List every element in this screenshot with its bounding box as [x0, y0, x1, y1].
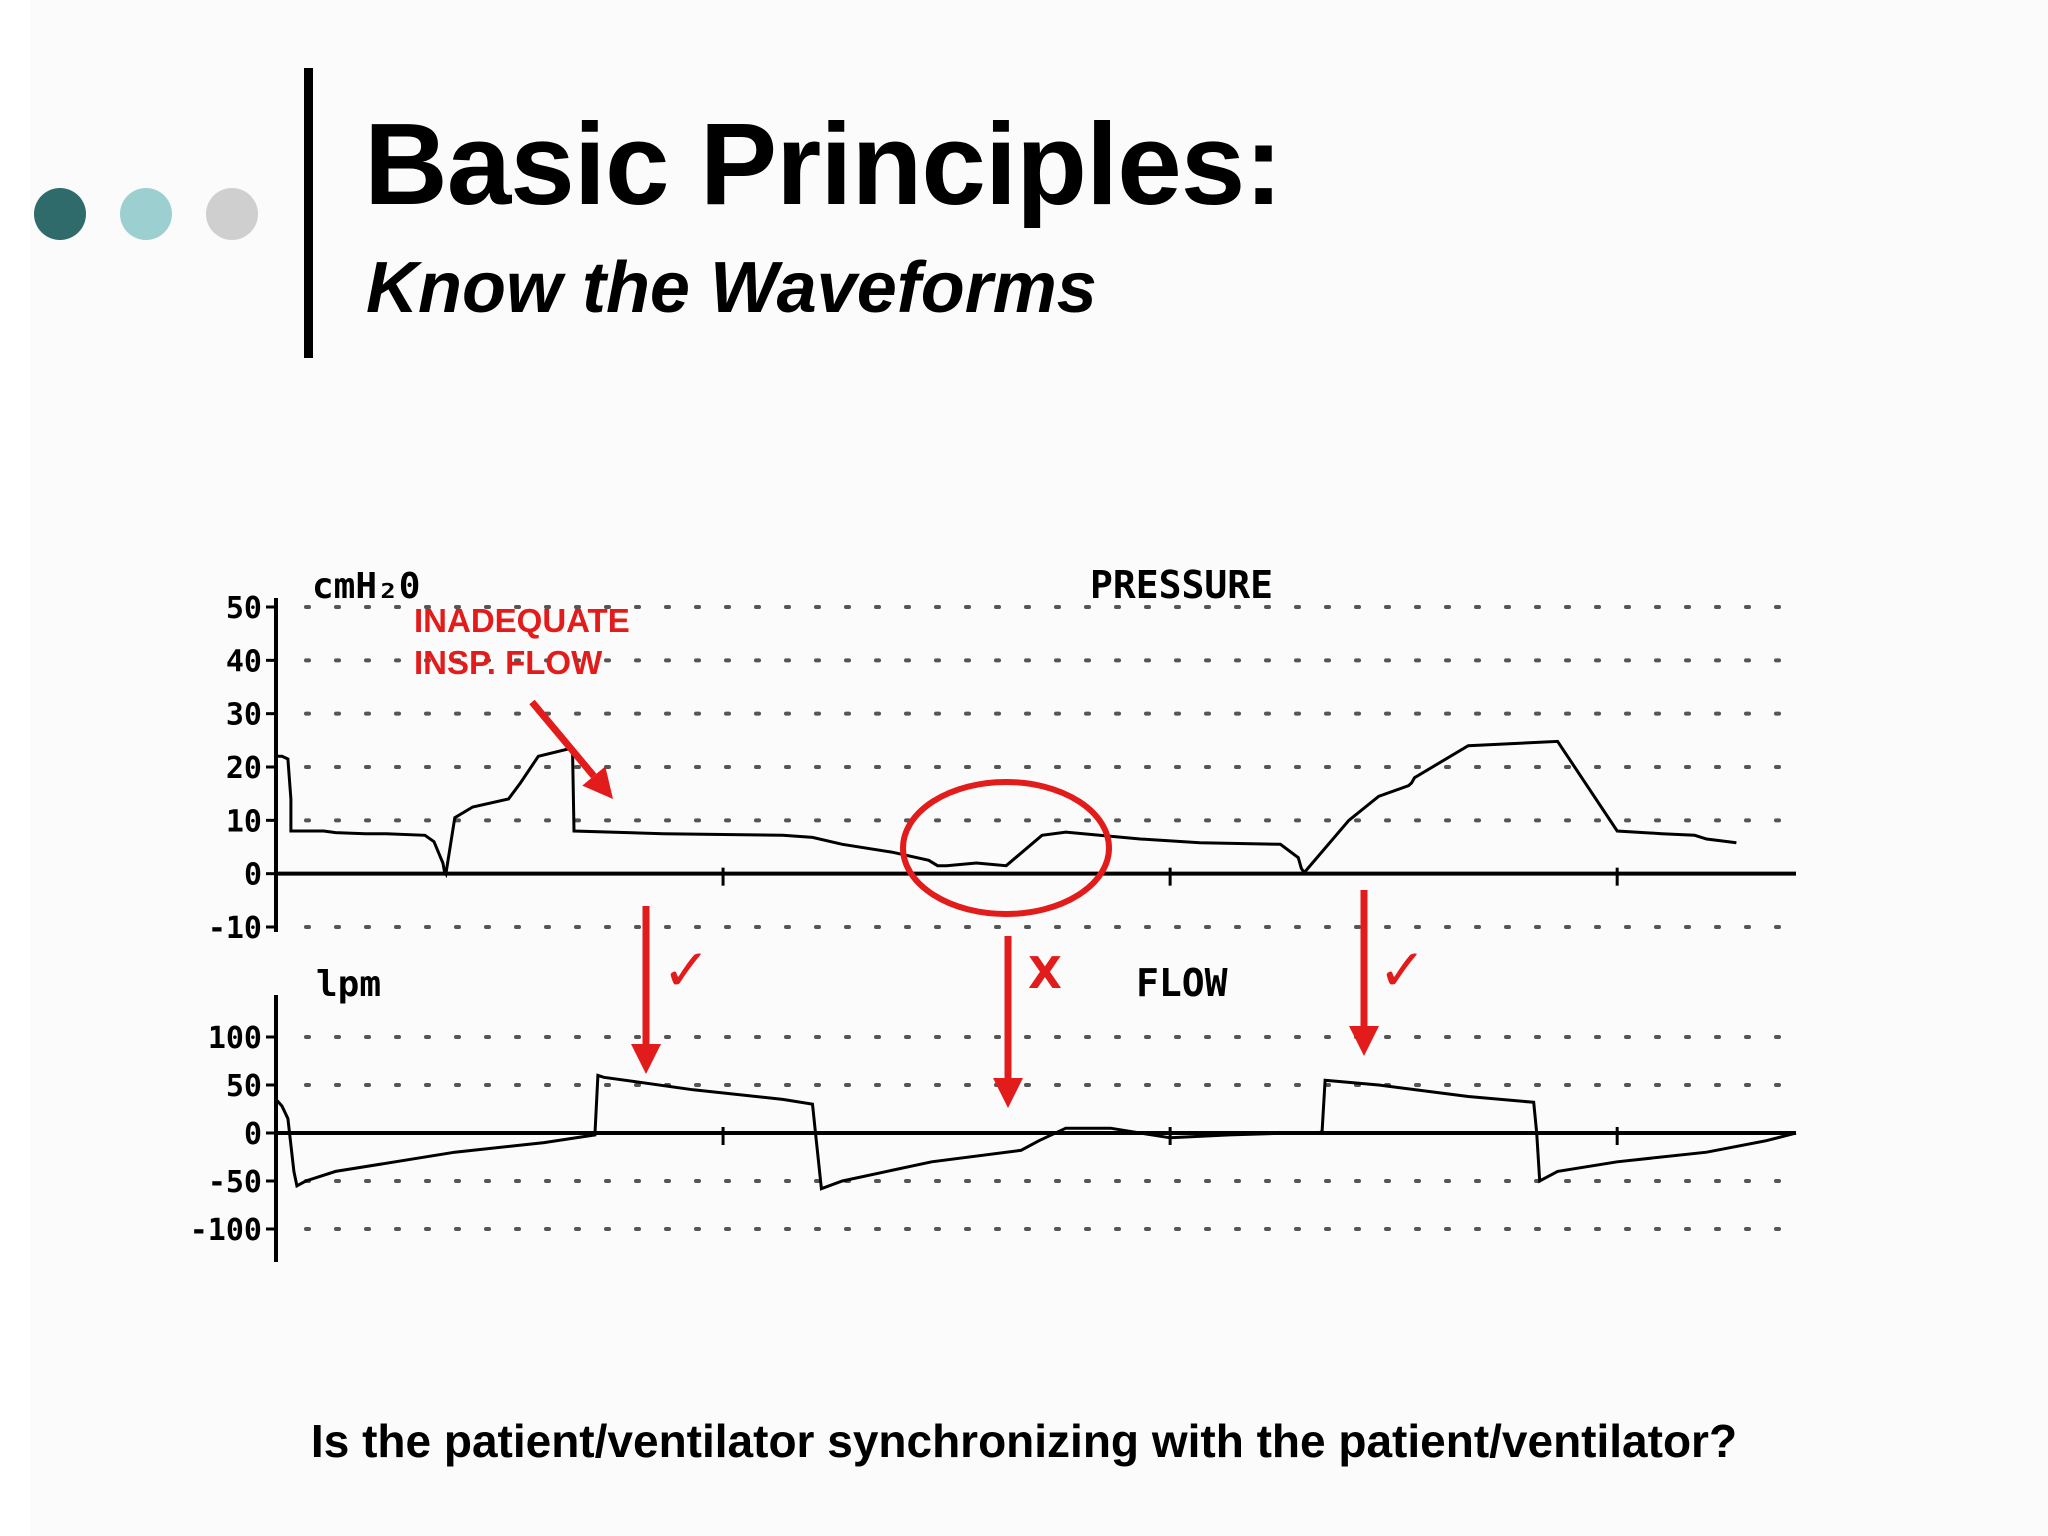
decor-dot-gray — [206, 188, 258, 240]
f-tick-label: 0 — [244, 1117, 262, 1152]
annotation-arrow-2 — [993, 936, 1023, 1108]
slide-question: Is the patient/ventilator synchronizing … — [310, 1415, 1738, 1467]
decor-dot-dark — [34, 188, 86, 240]
arrow-head — [582, 766, 613, 799]
f-tick-label: -50 — [208, 1165, 262, 1200]
p-tick-label: 30 — [226, 698, 262, 733]
annotation-arrow-inadequate — [529, 699, 613, 799]
p-tick-label: -10 — [208, 911, 262, 946]
pressure-title: PRESSURE — [1090, 563, 1273, 607]
flow-title: FLOW — [1136, 961, 1228, 1005]
slide-subtitle: Know the Waveforms — [366, 248, 1097, 328]
annotation-arrow-1 — [631, 906, 661, 1074]
flow-waveform — [274, 1073, 1797, 1191]
p-tick-label: 20 — [226, 751, 262, 786]
arrow-shaft — [529, 699, 597, 779]
annotation-inadequate-line1: INADEQUATE — [414, 602, 630, 639]
f-tick-label: 50 — [226, 1069, 262, 1104]
annotation-circle — [900, 779, 1112, 917]
p-tick-label: 10 — [226, 804, 262, 839]
annotation-inadequate-line2: INSP. FLOW — [414, 644, 603, 681]
arrow-head — [993, 1078, 1023, 1108]
flow-unit-label: lpm — [316, 964, 381, 1005]
title-divider — [304, 68, 313, 358]
arrow-head — [1349, 1026, 1379, 1056]
f-tick-label: -100 — [190, 1213, 262, 1248]
x-mark: X — [1028, 948, 1062, 999]
p-tick-label: 0 — [244, 858, 262, 893]
slide-title: Basic Principles: — [364, 99, 1283, 229]
pressure-panel: 50 40 30 20 10 0 -10 cmH₂0 PRESSURE — [208, 563, 1798, 946]
flow-ticks: 100 50 0 -50 -100 — [190, 1021, 276, 1248]
p-tick-label: 40 — [226, 644, 262, 679]
annotations: INADEQUATE INSP. FLOW ✓ X ✓ — [414, 602, 1427, 1108]
check-mark-1: ✓ — [662, 936, 711, 1004]
decor-dot-teal — [120, 188, 172, 240]
pressure-unit-label: cmH₂0 — [312, 566, 420, 607]
check-mark-2: ✓ — [1378, 936, 1427, 1004]
flow-panel: 100 50 0 -50 -100 lpm FLOW — [190, 961, 1798, 1262]
arrow-head — [631, 1044, 661, 1074]
f-tick-label: 100 — [208, 1021, 262, 1056]
p-tick-label: 50 — [226, 591, 262, 626]
pressure-axes — [274, 598, 1796, 932]
pressure-ticks: 50 40 30 20 10 0 -10 — [208, 591, 276, 946]
annotation-arrow-3 — [1349, 890, 1379, 1056]
pressure-waveform — [276, 739, 1737, 879]
flow-axes — [274, 995, 1796, 1262]
